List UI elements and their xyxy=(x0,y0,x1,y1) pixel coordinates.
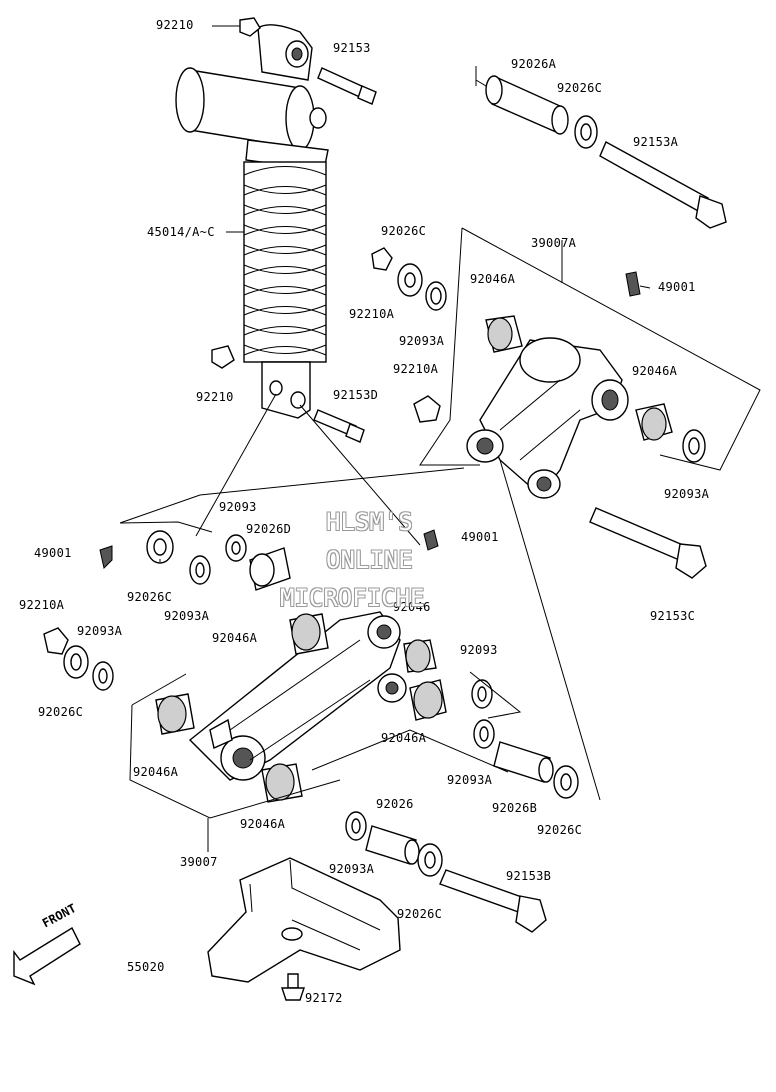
bolt-92153A xyxy=(599,141,727,229)
watermark-line1: HLSM'S xyxy=(326,508,413,536)
guard-55020 xyxy=(207,857,401,983)
label-92046A-r2: 92046A xyxy=(632,364,678,378)
washer-92093A-r xyxy=(682,429,706,463)
label-92093A-l: 92093A xyxy=(164,609,210,623)
label-49001-l: 49001 xyxy=(34,546,72,560)
label-92210A-mid: 92210A xyxy=(349,307,395,321)
shock-spring xyxy=(243,161,327,363)
label-92046A-tr: 92046A xyxy=(470,272,516,286)
bolt-92172 xyxy=(281,973,305,1001)
label-92046A-bl: 92046A xyxy=(133,765,179,779)
bearing-92046A-tr2 xyxy=(635,403,673,441)
watermark-line2: ONLINE xyxy=(326,546,413,574)
shock-absorber xyxy=(175,24,329,419)
label-92153: 92153 xyxy=(333,41,371,55)
label-92026C-l: 92026C xyxy=(127,590,173,604)
label-92026C-mid: 92026C xyxy=(381,224,427,238)
lower-link-hardware xyxy=(43,529,579,933)
collar-92026A xyxy=(485,75,569,135)
label-92046A-b: 92046A xyxy=(240,817,286,831)
label-92046-c: 92046 xyxy=(393,600,431,614)
label-92026C-r3: 92026C xyxy=(537,823,583,837)
washer-group-mid xyxy=(371,247,447,311)
front-arrow-icon xyxy=(13,927,81,986)
label-92153A: 92153A xyxy=(633,135,679,149)
bolt-92153D xyxy=(313,409,365,443)
label-92093A-c3: 92093A xyxy=(447,773,493,787)
label-49001-r: 49001 xyxy=(658,280,696,294)
label-39007A: 39007A xyxy=(531,236,577,250)
watermark-line3: MICROFICHE xyxy=(280,584,425,612)
label-92093A-l2: 92093A xyxy=(77,624,123,638)
washer-92026C-top xyxy=(574,115,598,149)
label-92210A-l: 92210A xyxy=(19,598,65,612)
label-92093A-r: 92093A xyxy=(664,487,710,501)
label-39007: 39007 xyxy=(180,855,218,869)
label-92153B: 92153B xyxy=(506,869,552,883)
label-92026C-top: 92026C xyxy=(557,81,603,95)
label-92026B: 92026B xyxy=(492,801,538,815)
label-92026C-l2: 92026C xyxy=(38,705,84,719)
label-92026C-b: 92026C xyxy=(397,907,443,921)
label-92026D: 92026D xyxy=(246,522,292,536)
grease-fitting-49001-r xyxy=(625,271,641,297)
bolt-92153C xyxy=(589,507,707,579)
nut-92210-top xyxy=(239,17,261,37)
label-92093-r: 92093 xyxy=(460,643,498,657)
label-92026A: 92026A xyxy=(511,57,557,71)
rocker-arm-39007A xyxy=(466,337,629,499)
label-55020: 55020 xyxy=(127,960,165,974)
label-92093A-mid: 92093A xyxy=(399,334,445,348)
bearing-92046A-tr1 xyxy=(485,315,523,353)
label-92046A-l: 92046A xyxy=(212,631,258,645)
label-92153D: 92153D xyxy=(333,388,379,402)
label-45014: 45014/A~C xyxy=(147,225,215,239)
label-92172: 92172 xyxy=(305,991,343,1005)
label-92026: 92026 xyxy=(376,797,414,811)
label-92093-c: 92093 xyxy=(219,500,257,514)
label-49001-c: 49001 xyxy=(461,530,499,544)
tie-rod-39007 xyxy=(188,611,407,781)
label-92153C: 92153C xyxy=(650,609,696,623)
nut-92210-mid xyxy=(211,345,235,369)
label-92210-top: 92210 xyxy=(156,18,194,32)
bolt-92153 xyxy=(317,67,377,105)
label-92210A-r: 92210A xyxy=(393,362,439,376)
label-92046A-c2: 92046A xyxy=(381,731,427,745)
nut-92210A-r xyxy=(413,395,441,423)
label-92210-mid: 92210 xyxy=(196,390,234,404)
leader-lines xyxy=(159,25,651,562)
label-92093A-b: 92093A xyxy=(329,862,375,876)
